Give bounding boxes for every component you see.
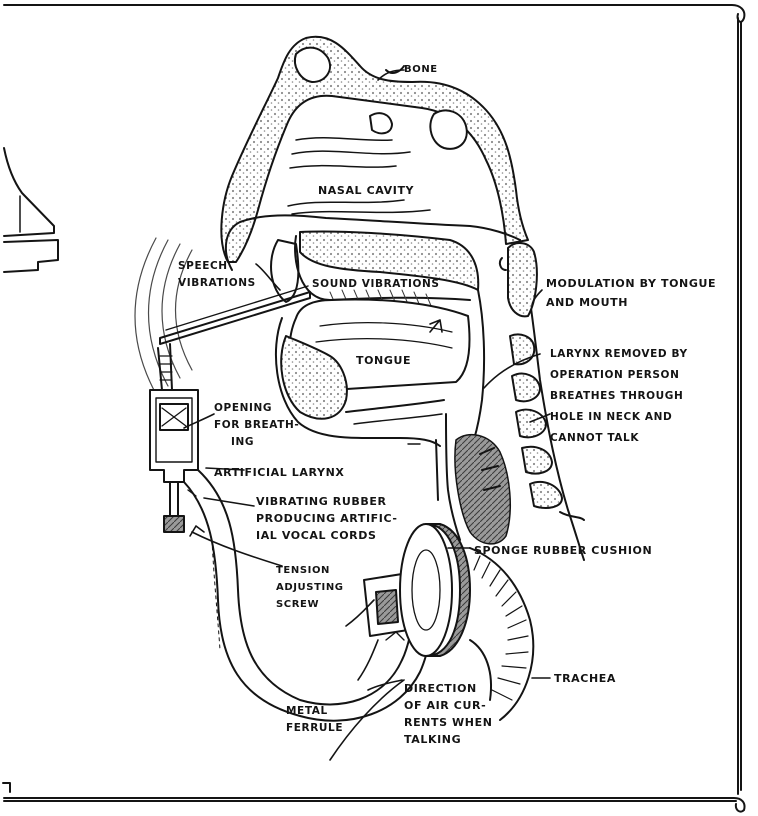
label-metal-ferrule: METAL FERRULE (286, 703, 343, 737)
label-vibrating-rubber: VIBRATING RUBBER PRODUCING ARTIFIC- IAL … (256, 493, 398, 544)
artificial-larynx (150, 390, 198, 532)
label-sponge-rubber-cushion: SPONGE RUBBER CUSHION (474, 542, 652, 559)
label-tongue: TONGUE (356, 352, 411, 369)
label-tension-adjusting-screw: TENSION ADJUSTING SCREW (276, 562, 344, 613)
nasal-cavity-lines (288, 138, 430, 214)
label-artificial-larynx: ARTIFICIAL LARYNX (214, 464, 344, 481)
label-opening-for-breathing: OPENING FOR BREATH- ING (214, 400, 299, 451)
label-direction-air: DIRECTION OF AIR CUR- RENTS WHEN TALKING (404, 680, 493, 748)
label-larynx-removed: LARYNX REMOVED BY OPERATION PERSON BREAT… (550, 344, 688, 449)
sponge-rubber-cushion (400, 524, 470, 656)
label-nasal-cavity: NASAL CAVITY (318, 182, 414, 199)
label-speech-vibrations: SPEECH VIBRATIONS (178, 258, 256, 292)
label-sound-vibrations: SOUND VIBRATIONS (312, 276, 440, 293)
label-modulation: MODULATION BY TONGUE AND MOUTH (546, 274, 716, 312)
neck-stoma (455, 435, 510, 544)
decorative-letter-fragment (3, 148, 58, 792)
label-trachea: TRACHEA (554, 670, 616, 687)
label-bone: BONE (404, 61, 438, 78)
